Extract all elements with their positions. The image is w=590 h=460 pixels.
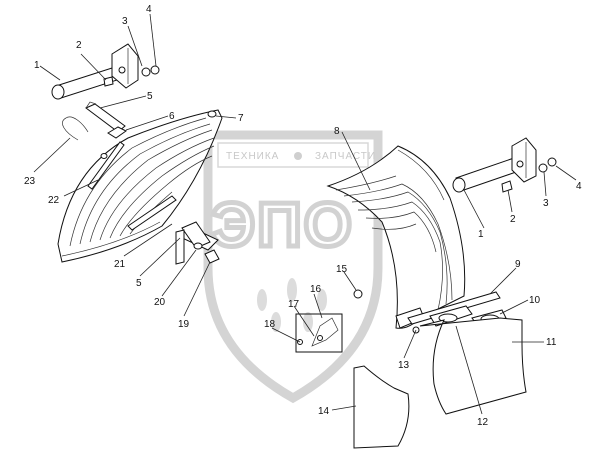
callout-6: 6 <box>169 111 175 122</box>
leader-lines <box>33 13 577 415</box>
callout-5b: 5 <box>136 278 142 289</box>
callout-13: 13 <box>398 360 410 371</box>
callout-9: 9 <box>515 259 521 270</box>
callout-10: 10 <box>529 295 541 306</box>
callout-1b: 1 <box>478 229 484 240</box>
callout-labels: 1 2 3 4 5 6 7 23 22 21 5 20 19 8 1 2 3 4… <box>24 4 582 428</box>
callout-8: 8 <box>334 126 340 137</box>
watermark-shield <box>203 130 383 404</box>
callout-2a: 2 <box>76 40 82 51</box>
callout-17: 17 <box>288 299 300 310</box>
callout-5a: 5 <box>147 91 153 102</box>
hook-part <box>62 116 89 141</box>
callout-21: 21 <box>114 259 126 270</box>
callout-2b: 2 <box>510 214 516 225</box>
watermark-brand-right: ЗАПЧАСТИ <box>315 151 376 162</box>
callout-14: 14 <box>318 406 330 417</box>
callout-18: 18 <box>264 319 276 330</box>
left-mudguard <box>57 109 223 263</box>
callout-20: 20 <box>154 297 166 308</box>
mudflap-assembly <box>407 291 527 415</box>
callout-16: 16 <box>310 284 322 295</box>
watermark-brand-left: ТЕХНИКА <box>226 151 279 162</box>
callout-22: 22 <box>48 195 60 206</box>
callout-15: 15 <box>336 264 348 275</box>
callout-3b: 3 <box>543 198 549 209</box>
watermark-logo-text: ЭПО <box>211 191 354 260</box>
callout-12: 12 <box>477 417 489 428</box>
right-bracket-assembly <box>452 137 557 193</box>
callout-3a: 3 <box>122 16 128 27</box>
callout-7: 7 <box>238 113 244 124</box>
detail-box <box>295 289 363 353</box>
callout-4b: 4 <box>576 181 582 192</box>
left-bracket-assembly <box>51 43 160 139</box>
gear-icon <box>294 152 302 160</box>
callout-1a: 1 <box>34 60 40 71</box>
left-clamp-assembly <box>175 221 220 265</box>
callout-23: 23 <box>24 176 36 187</box>
callout-11: 11 <box>546 337 557 348</box>
wheat-icon <box>257 278 327 332</box>
watermark: ТЕХНИКА ЗАПЧАСТИ ЭПО <box>203 130 383 404</box>
callout-4a: 4 <box>146 4 152 15</box>
callout-19: 19 <box>178 319 190 330</box>
strap-part <box>353 365 410 449</box>
